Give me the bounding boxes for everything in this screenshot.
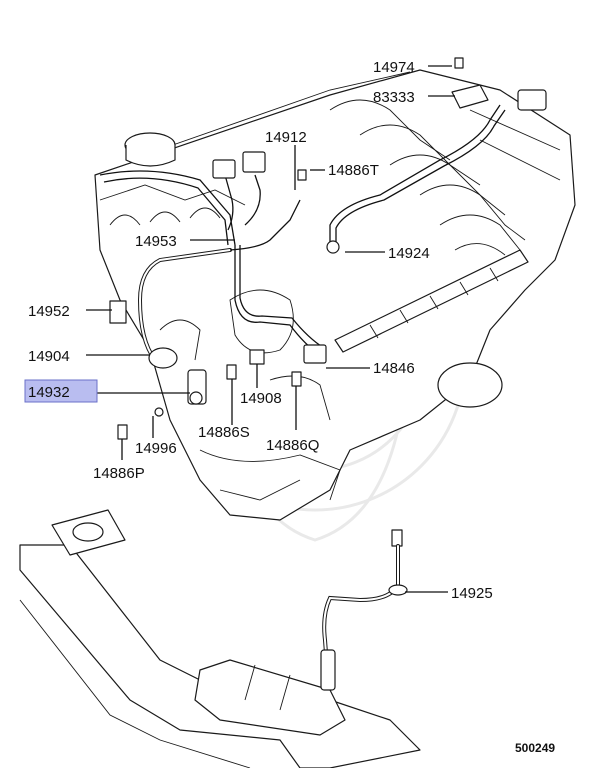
part-label-14912[interactable]: 14912	[265, 129, 307, 146]
connector-c	[517, 89, 547, 111]
wiring-harness	[99, 104, 506, 362]
part-label-83333[interactable]: 83333	[373, 89, 415, 106]
exhaust-pipe	[19, 509, 421, 768]
part-label-14846[interactable]: 14846	[373, 360, 415, 377]
bolt-14886S	[226, 364, 237, 380]
part-label-14974[interactable]: 14974	[373, 59, 415, 76]
part-label-14953[interactable]: 14953	[135, 233, 177, 250]
part-label-14952[interactable]: 14952	[28, 303, 70, 320]
sensor-14924	[326, 240, 340, 254]
part-labels: 14974 83333 14912 14886T 14953 14924 149…	[28, 59, 493, 602]
bracket-14952	[109, 300, 127, 324]
bolt-14886Q	[291, 371, 302, 387]
part-label-14932[interactable]: 14932	[28, 384, 70, 401]
part-label-14996[interactable]: 14996	[135, 440, 177, 457]
part-label-14886Q[interactable]: 14886Q	[266, 437, 319, 454]
highlight-14932	[24, 379, 98, 403]
sensor-14846	[303, 344, 327, 364]
diagram-id: 500249	[515, 741, 555, 755]
clip-14908	[249, 349, 265, 365]
grommet-14904	[148, 347, 178, 369]
engine-block	[94, 69, 576, 521]
o2-connector	[391, 529, 403, 547]
part-label-14908[interactable]: 14908	[240, 390, 282, 407]
part-label-14886T[interactable]: 14886T	[328, 162, 379, 179]
connector-b	[242, 151, 266, 173]
o2-sensor-body	[320, 649, 336, 691]
part-label-14924[interactable]: 14924	[388, 245, 430, 262]
part-label-14886S[interactable]: 14886S	[198, 424, 250, 441]
part-label-14904[interactable]: 14904	[28, 348, 70, 365]
part-label-14925[interactable]: 14925	[451, 585, 493, 602]
bolt-14886P	[117, 424, 128, 440]
part-label-14886P[interactable]: 14886P	[93, 465, 145, 482]
leader-lines	[86, 65, 455, 593]
connectors	[109, 57, 547, 691]
nut-14996	[154, 407, 164, 417]
connector-a	[212, 159, 236, 179]
bolt-14886T	[297, 169, 307, 181]
bolt-14974	[454, 57, 464, 69]
bracket-83333	[451, 84, 489, 109]
